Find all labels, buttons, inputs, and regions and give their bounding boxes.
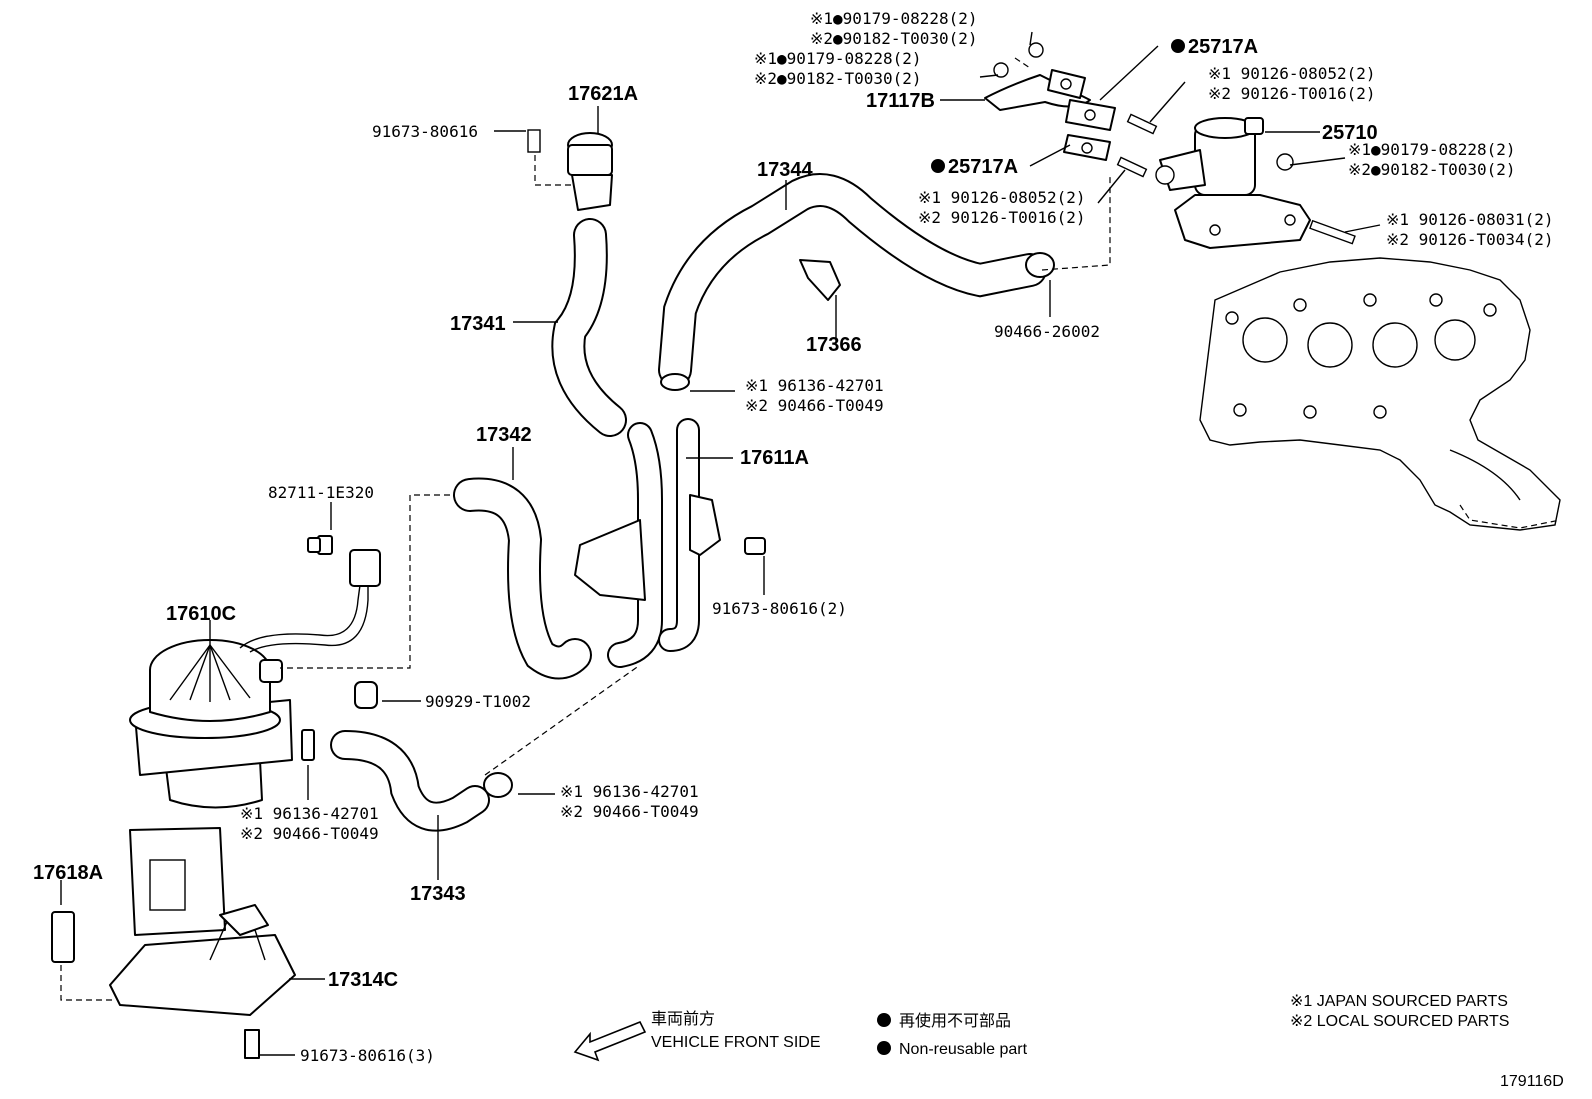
callout-clamp-c-2: ※2 90466-T0049 bbox=[560, 802, 699, 821]
nonreusable-mark-25717A-top bbox=[1171, 39, 1185, 53]
label-17341: 17341 bbox=[450, 313, 506, 335]
leader-lines bbox=[60, 31, 1381, 1056]
callout-valve-nut-1: ※1●90179-08228(2) bbox=[1348, 140, 1516, 159]
callout-stud-right-2: ※2 90126-T0034(2) bbox=[1386, 230, 1554, 249]
vehicle-front-arrow-icon bbox=[573, 1020, 647, 1062]
label-17610C: 17610C bbox=[166, 603, 236, 625]
label-17314C: 17314C bbox=[328, 969, 398, 991]
label-82711-1E320: 82711-1E320 bbox=[268, 483, 374, 502]
label-25710: 25710 bbox=[1322, 122, 1378, 144]
callout-clamp-c-1: ※1 96136-42701 bbox=[560, 782, 699, 801]
exhaust-manifold-drawing bbox=[1199, 257, 1561, 531]
legend-source-1: ※1 JAPAN SOURCED PARTS bbox=[1290, 993, 1508, 1010]
callout-clamp-b-2: ※2 90466-T0049 bbox=[240, 824, 379, 843]
label-17366: 17366 bbox=[806, 334, 862, 356]
label-17611A: 17611A bbox=[740, 447, 809, 469]
check-valve-17621A-drawing bbox=[527, 129, 613, 211]
callout-stud-mid-2: ※2 90126-T0016(2) bbox=[918, 208, 1086, 227]
nonreusable-dot-icon-en bbox=[877, 1041, 891, 1055]
callout-nut-top-1: ※1●90179-08228(2) bbox=[810, 9, 978, 28]
air-pump-drawing bbox=[129, 535, 381, 809]
label-25717A-mid: 25717A bbox=[948, 156, 1018, 178]
air-switching-valve-drawing bbox=[1155, 117, 1311, 249]
pump-bracket-drawing bbox=[51, 827, 296, 1059]
callout-nut-mid-2: ※2●90182-T0030(2) bbox=[754, 69, 922, 88]
label-17342: 17342 bbox=[476, 424, 532, 446]
callout-stud-top-2: ※2 90126-T0016(2) bbox=[1208, 84, 1376, 103]
label-90929-T1002: 90929-T1002 bbox=[425, 692, 531, 711]
callout-nut-top-2: ※2●90182-T0030(2) bbox=[810, 29, 978, 48]
hoses-drawing bbox=[330, 173, 1047, 832]
pipe-17611A-drawing bbox=[574, 418, 766, 668]
label-91673-80616-3: 91673-80616(3) bbox=[300, 1046, 435, 1065]
nonreusable-mark-25717A-mid bbox=[931, 159, 945, 173]
callout-stud-mid-1: ※1 90126-08052(2) bbox=[918, 188, 1086, 207]
legend-direction-jp: 車両前方 bbox=[651, 1010, 715, 1028]
legend-source-2: ※2 LOCAL SOURCED PARTS bbox=[1290, 1013, 1509, 1030]
legend-direction-en: VEHICLE FRONT SIDE bbox=[651, 1034, 821, 1051]
legend-nonreusable-en: Non-reusable part bbox=[899, 1041, 1028, 1058]
label-17117B: 17117B bbox=[866, 90, 935, 112]
callout-stud-right-1: ※1 90126-08031(2) bbox=[1386, 210, 1554, 229]
legend-nonreusable-jp: 再使用不可部品 bbox=[899, 1012, 1011, 1030]
callout-clamp-a-2: ※2 90466-T0049 bbox=[745, 396, 884, 415]
label-91673-80616-top: 91673-80616 bbox=[372, 122, 478, 141]
callout-valve-nut-2: ※2●90182-T0030(2) bbox=[1348, 160, 1516, 179]
dashed-connections bbox=[60, 57, 1111, 1001]
label-17343: 17343 bbox=[410, 883, 466, 905]
callout-clamp-a-1: ※1 96136-42701 bbox=[745, 376, 884, 395]
label-91673-80616-2: 91673-80616(2) bbox=[712, 599, 847, 618]
legend: 車両前方 VEHICLE FRONT SIDE 再使用不可部品 Non-reus… bbox=[573, 993, 1564, 1090]
callout-clamp-b-1: ※1 96136-42701 bbox=[240, 804, 379, 823]
label-17621A: 17621A bbox=[568, 83, 638, 105]
label-90466-26002: 90466-26002 bbox=[994, 322, 1100, 341]
label-17618A: 17618A bbox=[33, 862, 103, 884]
label-25717A-top: 25717A bbox=[1188, 36, 1258, 58]
label-17344: 17344 bbox=[757, 159, 813, 181]
diagram-id: 179116D bbox=[1500, 1073, 1564, 1090]
nonreusable-dot-icon bbox=[877, 1013, 891, 1027]
callout-stud-top-1: ※1 90126-08052(2) bbox=[1208, 64, 1376, 83]
clamps-drawing bbox=[483, 252, 1055, 798]
callout-nut-mid-1: ※1●90179-08228(2) bbox=[754, 49, 922, 68]
pipe-17117B-drawing bbox=[984, 42, 1356, 245]
